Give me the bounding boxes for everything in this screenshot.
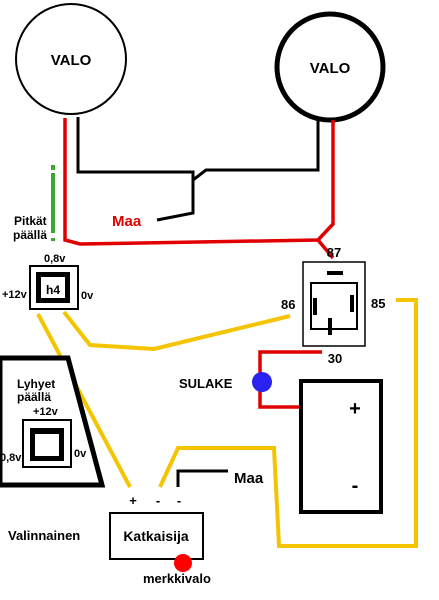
fuse-label: SULAKE (179, 376, 233, 391)
low-beam-right-voltage: 0v (74, 448, 87, 460)
right-lamp-label: VALO (310, 60, 351, 77)
switch-ground-wire (176, 469, 228, 487)
low-beam-title-1: Lyhyet (17, 377, 55, 391)
ground-label-switch: Maa (234, 470, 264, 487)
relay-pin-87: 87 (327, 245, 341, 260)
low-beam-left-voltage: 0,8v (0, 452, 22, 464)
switch-label: Katkaisija (123, 528, 189, 544)
right-lamp (274, 11, 386, 123)
switch-feed-wire (36, 313, 132, 488)
switch-terminal-minus-2: - (177, 493, 181, 508)
ground-label-top: Maa (112, 213, 142, 230)
low-beam-title-2: päällä (17, 390, 51, 404)
relay-pin-30-blade (328, 318, 332, 335)
high-beam-voltage: 0,8v (44, 253, 66, 265)
h4-left-voltage: +12v (2, 289, 28, 301)
switch (109, 512, 204, 560)
lamp-ground-wire-right (192, 120, 320, 182)
relay-pin-30: 30 (328, 351, 342, 366)
relay-pin-86: 86 (281, 297, 295, 312)
lamp-ground-wire (76, 117, 195, 222)
switch-optional-label: Valinnainen (8, 528, 80, 543)
relay-86-wire (62, 310, 291, 352)
h4-right-voltage: 0v (81, 290, 94, 302)
low-beam-feed-wire (63, 118, 335, 246)
low-beam-top-voltage: +12v (33, 406, 59, 418)
relay-face (310, 282, 358, 330)
relay-pin-86-blade (313, 298, 317, 315)
switch-terminal-plus: + (129, 493, 137, 508)
indicator-light (174, 554, 192, 572)
battery (299, 379, 383, 514)
high-beam-title-2: päällä (13, 228, 47, 242)
indicator-label: merkkivalo (143, 571, 211, 586)
low-beam-connector-face (35, 434, 59, 456)
relay-pin-85: 85 (371, 296, 385, 311)
fuse (252, 372, 272, 392)
switch-terminal-minus-1: - (156, 493, 160, 508)
relay-85-wire (158, 298, 418, 548)
left-lamp (15, 3, 127, 115)
h4-label: h4 (46, 283, 60, 297)
battery-minus: - (352, 475, 359, 497)
left-lamp-label: VALO (51, 52, 92, 69)
relay-pin-85-blade (350, 295, 354, 312)
relay-87-wire (316, 238, 335, 260)
h4-connector-face (41, 277, 65, 298)
relay-pin-87-blade (327, 271, 343, 275)
high-beam-title-1: Pitkät (14, 214, 47, 228)
battery-plus: + (349, 398, 361, 420)
